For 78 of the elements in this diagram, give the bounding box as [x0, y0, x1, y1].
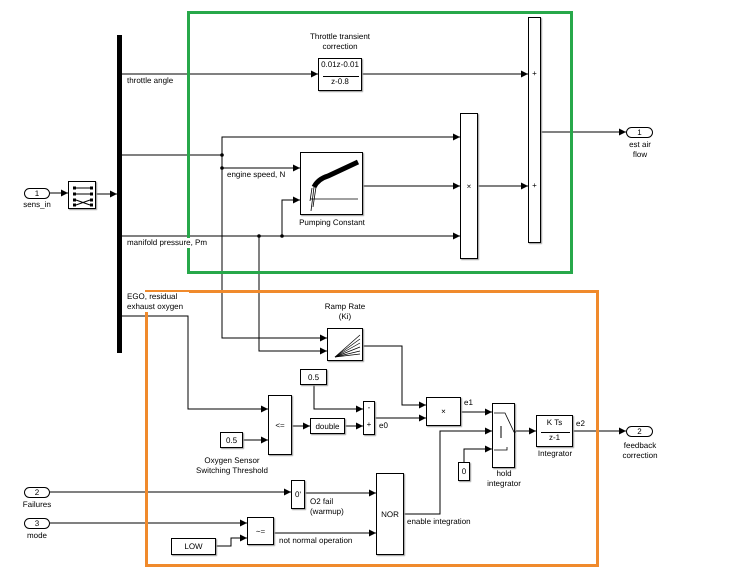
sign-label: + [531, 181, 538, 191]
block-text: × [466, 182, 472, 190]
signal-line [404, 428, 492, 514]
signal-line [242, 436, 268, 444]
port-label: sens_in [22, 200, 52, 210]
signal-line [464, 446, 492, 462]
port-label: mode [26, 531, 48, 541]
signal-line [362, 346, 426, 408]
block-text: 0.5 [226, 436, 238, 444]
signal-line [304, 490, 376, 496]
sign-label: + [366, 420, 372, 430]
port-label: est air flow [628, 140, 652, 160]
port-number: 1 [637, 128, 642, 137]
block-text: <= [275, 420, 285, 430]
sign-label: - [366, 403, 372, 413]
block-text: 0 [462, 467, 466, 476]
sum-block [363, 401, 375, 435]
signal-line [514, 428, 536, 434]
signal-line [572, 428, 626, 434]
sum-block [528, 17, 541, 243]
signal-line [362, 182, 460, 190]
signal-line [96, 190, 118, 198]
port-label: Failures [22, 500, 52, 510]
signal-line [540, 128, 626, 136]
signal-line [122, 236, 328, 354]
signal-line [216, 534, 248, 546]
signal-label: e0 [379, 421, 391, 431]
data-type-conversion-block [310, 418, 345, 434]
signal-label: EGO, residual exhaust oxygen [127, 292, 189, 312]
constant-block [458, 462, 470, 481]
signal-line [50, 520, 248, 526]
signal-line [50, 488, 292, 496]
signal-line [274, 530, 376, 536]
block-label: Throttle transient correction [308, 32, 372, 52]
block-text: NOR [381, 510, 399, 518]
signal-line [344, 422, 364, 430]
product-block [426, 397, 461, 426]
block-text: 0.5 [308, 372, 320, 382]
signal-line [50, 190, 68, 196]
port-label: feedback correction [621, 441, 659, 461]
signal-label: e1 [464, 398, 476, 408]
signal-line [122, 316, 268, 412]
block-label: Integrator [536, 449, 574, 459]
signal-line [122, 70, 318, 78]
block-text: LOW [184, 542, 203, 551]
signal-line [478, 182, 528, 190]
block-text: double [315, 422, 340, 430]
product-block [460, 113, 478, 259]
signal-label: e2 [576, 419, 588, 429]
port-number: 3 [34, 519, 40, 528]
block-label: hold integrator [486, 469, 522, 489]
numerator-text: 0.01z-0.01 [320, 60, 360, 70]
relational-operator-block [268, 395, 292, 455]
block-text: × [441, 407, 446, 416]
constant-block [300, 369, 327, 385]
signal-line [460, 408, 492, 416]
block-text: 0' [295, 490, 301, 499]
port-number: 2 [34, 488, 40, 497]
block-label: Oxygen Sensor Switching Threshold [195, 456, 269, 476]
port-number: 2 [637, 427, 642, 436]
block-text: ~= [256, 526, 266, 536]
denominator-text: z-1 [548, 433, 562, 443]
numerator-text: K Ts [546, 418, 564, 428]
signal-line [292, 422, 310, 430]
denominator-text: z-0.8 [330, 77, 350, 87]
logic-block [376, 473, 404, 555]
sign-label: + [531, 69, 538, 79]
signal-line [362, 70, 528, 78]
bus-bar [117, 35, 122, 353]
signal-line [374, 414, 426, 422]
selector-block [68, 181, 96, 209]
signal-line [314, 384, 364, 412]
constant-block [171, 538, 216, 555]
block-label: O2 fail (warmup) [310, 497, 345, 517]
comparison-block [247, 517, 274, 545]
block-label: Pumping Constant [298, 218, 366, 228]
block-label: Ramp Rate (Ki) [324, 302, 366, 322]
port-number: 1 [34, 189, 40, 198]
